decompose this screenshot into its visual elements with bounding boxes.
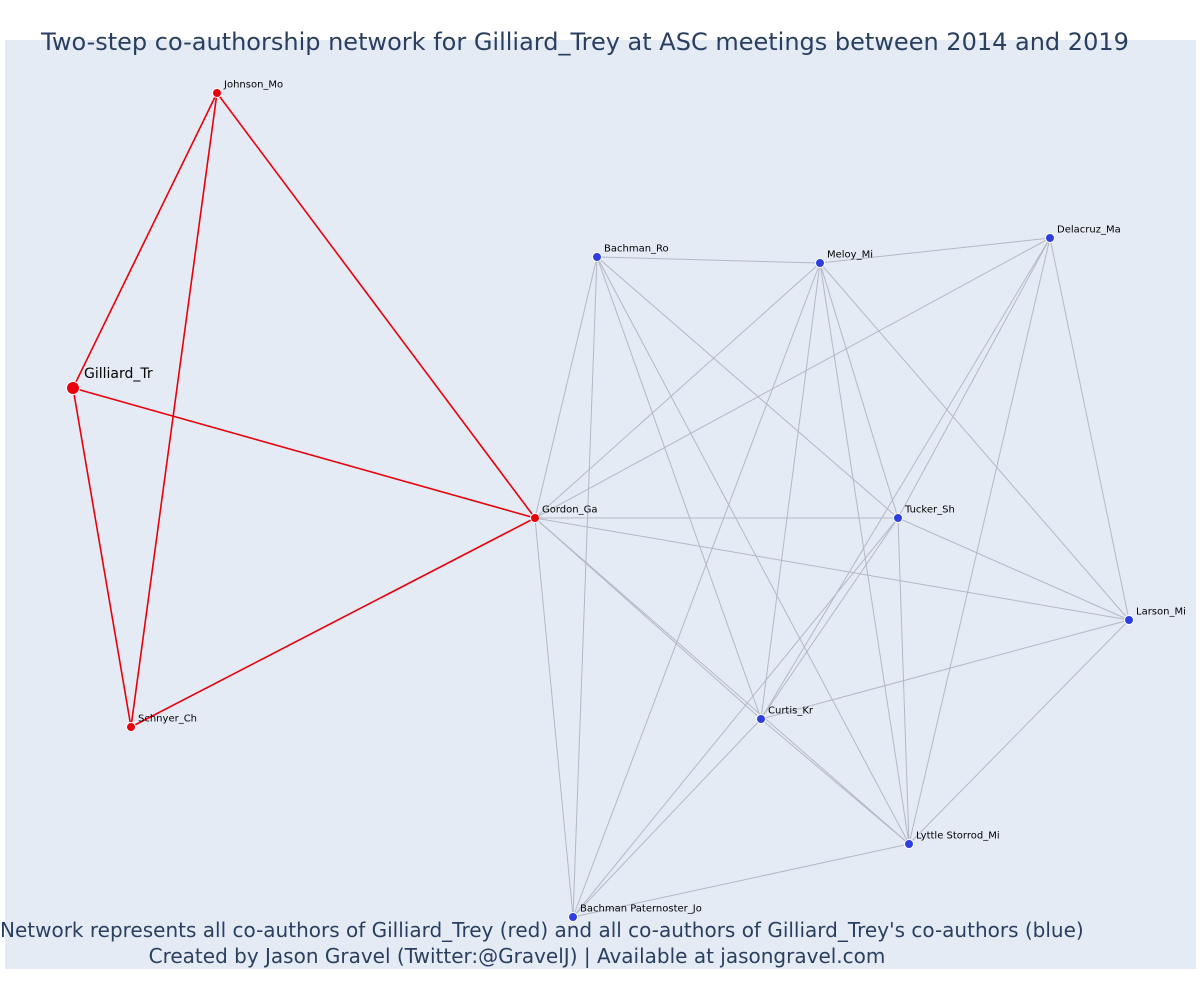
node-Meloy_Mi[interactable] (815, 258, 825, 268)
edge-Meloy_Mi-Tucker_Sh (819, 262, 899, 519)
edge-Schnyer_Ch-Gordon_Ga (130, 517, 536, 728)
ego-edges (72, 92, 536, 728)
node-label-Delacruz_Ma: Delacruz_Ma (1057, 225, 1121, 236)
edge-Bachman_Ro-Meloy_Mi (596, 256, 821, 264)
node-label-Tucker_Sh: Tucker_Sh (904, 505, 955, 516)
edge-Larson_Mi-Lyttle_Storrod_Mi (908, 619, 1130, 845)
figure-title: Two-step co-authorship network for Gilli… (41, 28, 1129, 56)
edge-Gordon_Ga-Bachman_Paternoster_Jo (534, 517, 574, 918)
edge-Gordon_Ga-Delacruz_Ma (534, 237, 1051, 519)
edge-Curtis_Kr-Bachman_Paternoster_Jo (572, 718, 762, 918)
edge-Gilliard_Tr-Gordon_Ga (72, 387, 536, 519)
edge-Gordon_Ga-Larson_Mi (534, 517, 1130, 621)
node-Curtis_Kr[interactable] (756, 714, 766, 724)
edge-Bachman_Ro-Tucker_Sh (596, 256, 899, 519)
edge-Meloy_Mi-Delacruz_Ma (819, 237, 1051, 264)
edge-Gordon_Ga-Curtis_Kr (534, 517, 762, 720)
edge-Larson_Mi-Curtis_Kr (760, 619, 1130, 720)
edge-Tucker_Sh-Curtis_Kr (760, 517, 899, 720)
edge-Tucker_Sh-Larson_Mi (897, 517, 1130, 621)
node-Bachman_Ro[interactable] (592, 252, 602, 262)
node-Johnson_Mo[interactable] (212, 88, 222, 98)
node-label-Johnson_Mo: Johnson_Mo (223, 80, 283, 91)
node-Larson_Mi[interactable] (1124, 615, 1134, 625)
node-label-Larson_Mi: Larson_Mi (1136, 607, 1186, 618)
edge-Gilliard_Tr-Schnyer_Ch (72, 387, 132, 728)
edge-Gilliard_Tr-Johnson_Mo (72, 92, 218, 389)
node-label-Gordon_Ga: Gordon_Ga (542, 505, 597, 516)
edge-Delacruz_Ma-Curtis_Kr (760, 237, 1051, 720)
edge-Gordon_Ga-Bachman_Ro (534, 256, 598, 519)
edge-Gordon_Ga-Meloy_Mi (534, 262, 821, 519)
edge-Lyttle_Storrod_Mi-Bachman_Paternoster_Jo (572, 843, 910, 918)
node-label-Schnyer_Ch: Schnyer_Ch (138, 714, 197, 725)
edge-Gordon_Ga-Lyttle_Storrod_Mi (534, 517, 910, 845)
edge-Tucker_Sh-Bachman_Paternoster_Jo (572, 517, 899, 918)
edge-Curtis_Kr-Lyttle_Storrod_Mi (760, 718, 910, 845)
node-label-Gilliard_Tr: Gilliard_Tr (84, 366, 153, 382)
node-label-Curtis_Kr: Curtis_Kr (768, 706, 814, 717)
edge-Meloy_Mi-Bachman_Paternoster_Jo (572, 262, 821, 918)
caption-line-2: Created by Jason Gravel (Twitter:@Gravel… (148, 944, 886, 968)
node-Tucker_Sh[interactable] (893, 513, 903, 523)
node-label-Bachman_Ro: Bachman_Ro (604, 244, 669, 255)
edge-Delacruz_Ma-Lyttle_Storrod_Mi (908, 237, 1051, 845)
edge-Bachman_Ro-Curtis_Kr (596, 256, 762, 720)
alter-edges (534, 237, 1130, 918)
node-label-Lyttle_Storrod_Mi: Lyttle Storrod_Mi (916, 831, 1000, 842)
edge-Delacruz_Ma-Tucker_Sh (897, 237, 1051, 519)
edge-Meloy_Mi-Larson_Mi (819, 262, 1130, 621)
node-Delacruz_Ma[interactable] (1045, 233, 1055, 243)
node-label-Bachman_Paternoster_Jo: Bachman Paternoster_Jo (580, 904, 702, 915)
edge-Meloy_Mi-Curtis_Kr (760, 262, 821, 720)
node-Gilliard_Tr[interactable] (66, 381, 80, 395)
edge-Johnson_Mo-Schnyer_Ch (130, 92, 218, 728)
edge-Johnson_Mo-Gordon_Ga (216, 92, 536, 519)
node-Bachman_Paternoster_Jo[interactable] (568, 912, 578, 922)
caption-line-1: Network represents all co-authors of Gil… (0, 918, 1084, 942)
node-Gordon_Ga[interactable] (530, 513, 540, 523)
node-Lyttle_Storrod_Mi[interactable] (904, 839, 914, 849)
edge-Bachman_Ro-Lyttle_Storrod_Mi (596, 256, 910, 845)
node-Schnyer_Ch[interactable] (126, 722, 136, 732)
edge-Delacruz_Ma-Larson_Mi (1049, 237, 1130, 621)
edge-Bachman_Ro-Bachman_Paternoster_Jo (572, 256, 598, 918)
edge-Meloy_Mi-Lyttle_Storrod_Mi (819, 262, 910, 845)
node-label-Meloy_Mi: Meloy_Mi (827, 250, 873, 261)
